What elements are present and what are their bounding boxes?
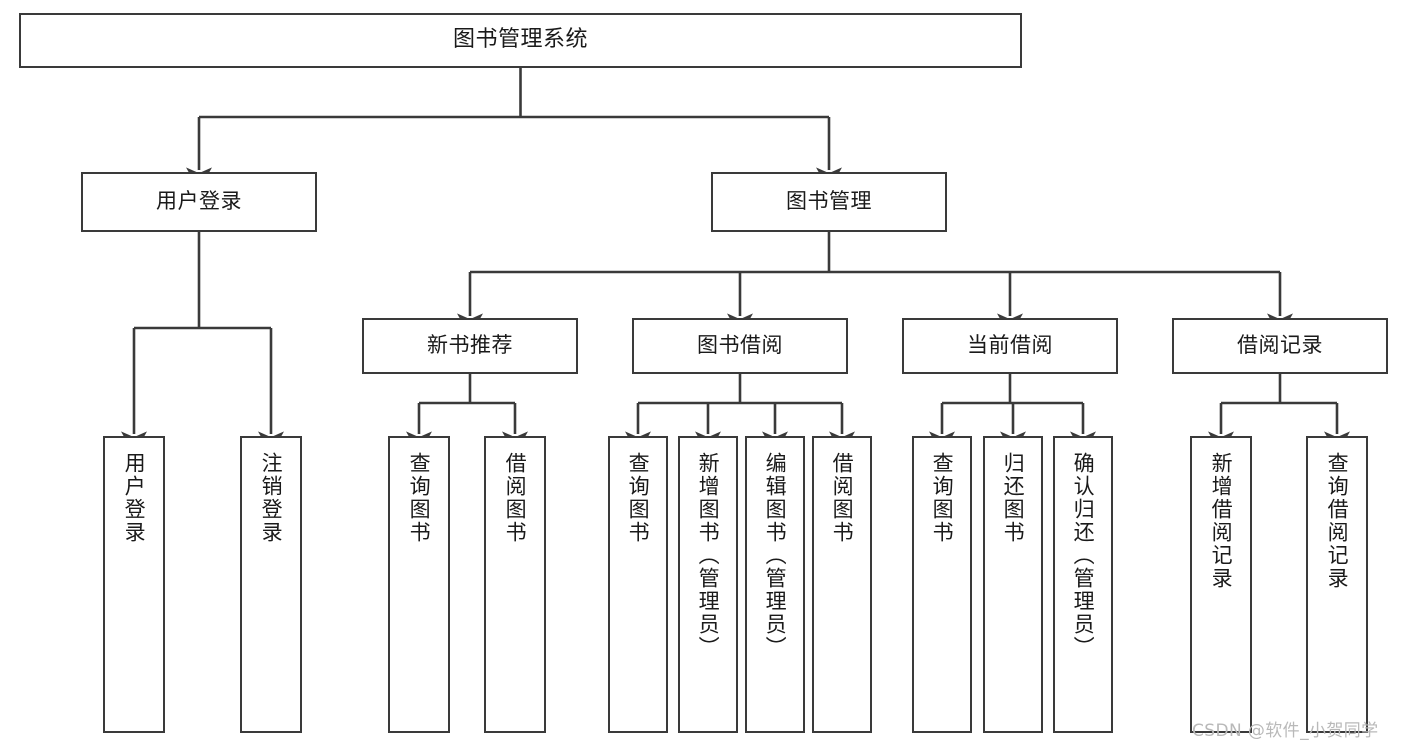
node-label: 查询借阅记录: [1325, 452, 1350, 590]
node-user-login[interactable]: 用户登录: [81, 172, 317, 232]
node-leaf-return-book[interactable]: 归还图书: [983, 436, 1043, 733]
node-new-book-recommend[interactable]: 新书推荐: [362, 318, 578, 374]
node-label: 归还图书: [1001, 452, 1026, 544]
node-book-borrow[interactable]: 图书借阅: [632, 318, 848, 374]
node-label: 注销登录: [259, 452, 284, 544]
node-leaf-query-record[interactable]: 查询借阅记录: [1306, 436, 1368, 733]
node-label: 借阅记录: [1237, 333, 1323, 358]
node-leaf-add-record[interactable]: 新增借阅记录: [1190, 436, 1252, 733]
node-label: 查询图书: [930, 452, 955, 544]
node-leaf-query-book-borrow[interactable]: 查询图书: [608, 436, 668, 733]
node-leaf-query-book-recommend[interactable]: 查询图书: [388, 436, 450, 733]
node-label: 编辑图书（管理员）: [763, 452, 788, 659]
node-leaf-query-book-current[interactable]: 查询图书: [912, 436, 972, 733]
node-label: 图书管理系统: [452, 27, 588, 53]
node-label: 图书借阅: [697, 333, 783, 358]
node-label: 新增借阅记录: [1209, 452, 1234, 590]
node-book-management[interactable]: 图书管理: [711, 172, 947, 232]
node-leaf-confirm-return[interactable]: 确认归还（管理员）: [1053, 436, 1113, 733]
node-leaf-borrow-book-recommend[interactable]: 借阅图书: [484, 436, 546, 733]
node-label: 图书管理: [786, 189, 872, 214]
node-label: 用户登录: [156, 189, 242, 214]
node-label: 查询图书: [407, 452, 432, 544]
node-leaf-borrow-book[interactable]: 借阅图书: [812, 436, 872, 733]
node-label: 用户登录: [122, 452, 147, 544]
node-label: 借阅图书: [503, 452, 528, 544]
node-borrow-record[interactable]: 借阅记录: [1172, 318, 1388, 374]
node-label: 新书推荐: [427, 333, 513, 358]
node-leaf-edit-book[interactable]: 编辑图书（管理员）: [745, 436, 805, 733]
node-label: 查询图书: [626, 452, 651, 544]
node-label: 当前借阅: [967, 333, 1053, 358]
node-leaf-user-login[interactable]: 用户登录: [103, 436, 165, 733]
watermark: CSDN @软件_小贺同学: [1192, 721, 1379, 741]
node-label: 确认归还（管理员）: [1071, 452, 1096, 659]
node-leaf-logout[interactable]: 注销登录: [240, 436, 302, 733]
node-leaf-add-book[interactable]: 新增图书（管理员）: [678, 436, 738, 733]
node-label: 借阅图书: [830, 452, 855, 544]
node-label: 新增图书（管理员）: [696, 452, 721, 659]
node-current-borrow[interactable]: 当前借阅: [902, 318, 1118, 374]
node-root[interactable]: 图书管理系统: [19, 13, 1022, 68]
